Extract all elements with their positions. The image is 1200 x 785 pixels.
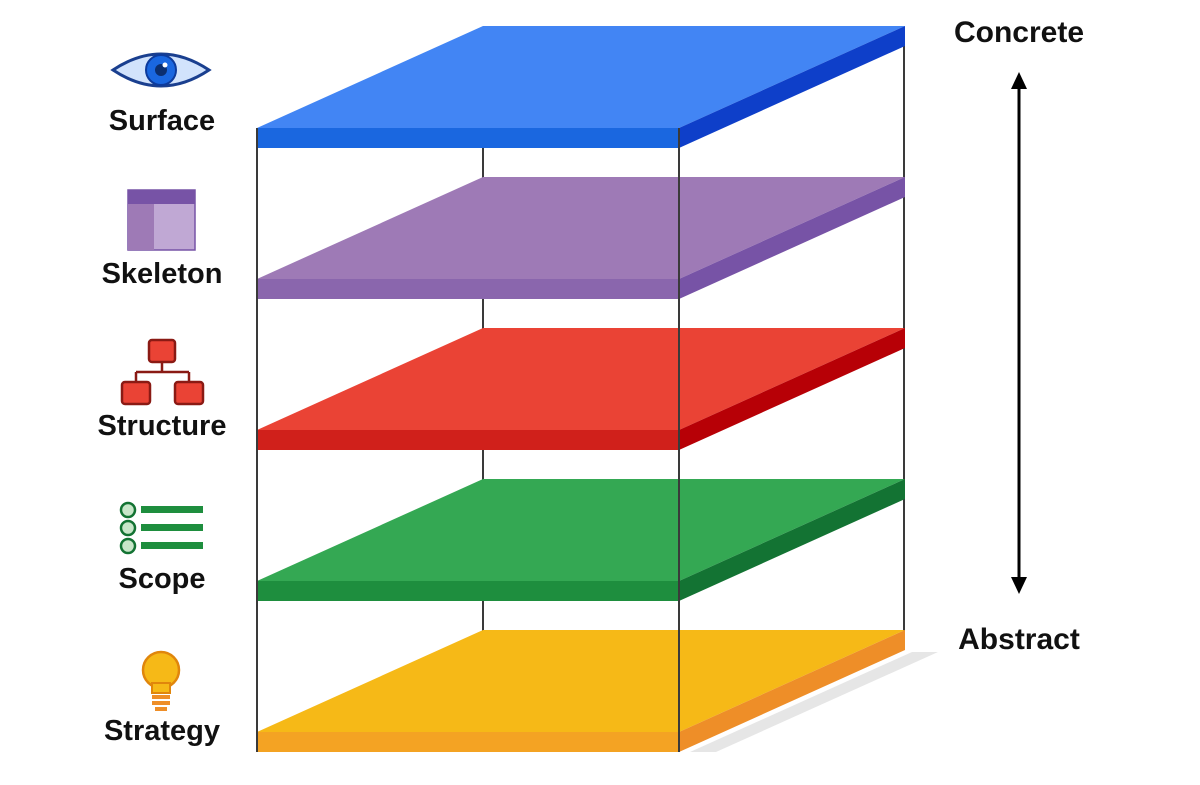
- plane-skeleton-side: [679, 177, 905, 299]
- layer-label-strategy: Strategy: [104, 715, 220, 747]
- plane-scope-side: [679, 479, 905, 601]
- plane-surface-top: [257, 26, 905, 128]
- plane-strategy-top: [257, 630, 905, 732]
- plane-skeleton-top: [257, 177, 905, 279]
- plane-structure-top: [257, 328, 905, 430]
- plane-surface-front: [257, 128, 679, 148]
- sitemap-icon: [120, 338, 205, 406]
- plane-structure-front: [257, 430, 679, 450]
- plane-structure-side: [679, 328, 905, 450]
- plane-stack: [257, 26, 905, 752]
- plane-scope-top: [257, 479, 905, 581]
- scale-arrow-up-head: [1011, 72, 1027, 89]
- layer-legend: Surface Skeleton Structure S: [98, 52, 227, 747]
- scale-top-label: Concrete: [954, 16, 1084, 49]
- wireframe-icon: [127, 189, 196, 251]
- checklist-icon: [119, 501, 203, 555]
- plane-scope-front: [257, 581, 679, 601]
- plane-structure: [257, 328, 905, 450]
- scale-bottom-label: Abstract: [958, 623, 1080, 656]
- plane-skeleton: [257, 177, 905, 299]
- front-frame: [256, 128, 680, 752]
- plane-surface-side: [679, 26, 905, 148]
- layer-label-surface: Surface: [109, 105, 215, 137]
- layer-label-skeleton: Skeleton: [102, 258, 223, 290]
- plane-strategy: [257, 630, 905, 752]
- scale-arrow-down-head: [1011, 577, 1027, 594]
- plane-skeleton-front: [257, 279, 679, 299]
- lightbulb-icon: [141, 650, 181, 711]
- layer-label-structure: Structure: [98, 410, 227, 442]
- plane-strategy-front: [257, 732, 679, 752]
- abstraction-scale: Concrete Abstract: [954, 16, 1084, 656]
- floor-shadow: [690, 652, 938, 752]
- plane-scope: [257, 479, 905, 601]
- layer-label-scope: Scope: [118, 563, 205, 595]
- plane-surface: [257, 26, 905, 148]
- eye-icon: [110, 52, 212, 88]
- plane-strategy-side: [679, 630, 905, 752]
